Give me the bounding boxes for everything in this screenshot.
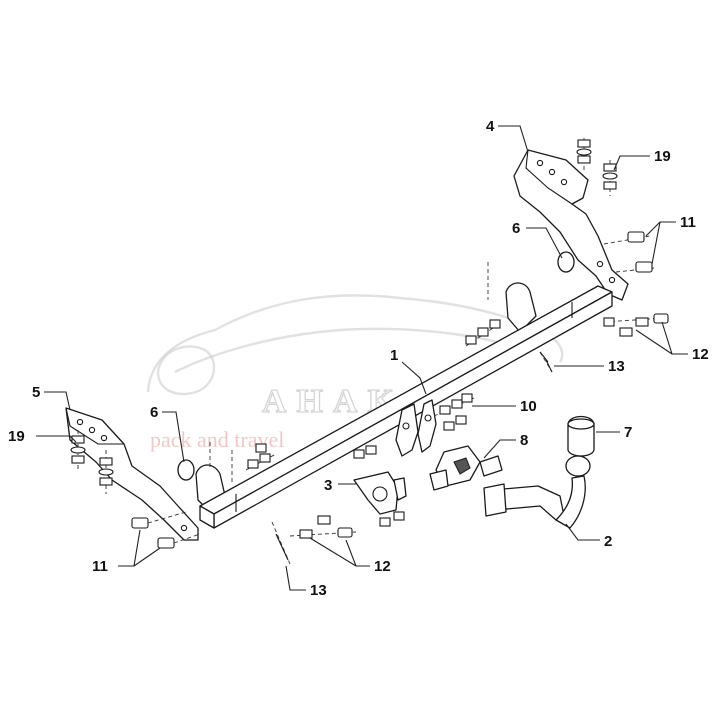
callout-2: 2 — [604, 533, 612, 550]
electrical-socket — [429, 445, 503, 491]
callout-8: 8 — [520, 432, 528, 449]
callout-11-right: 11 — [680, 214, 696, 231]
callout-1: 1 — [390, 347, 398, 364]
watermark-car-wheel — [156, 345, 216, 396]
callout-10: 10 — [520, 398, 537, 415]
callout-19-right: 19 — [654, 148, 671, 165]
callout-5: 5 — [32, 384, 40, 401]
callout-13-right: 13 — [608, 358, 625, 375]
crossbar-fasteners — [209, 262, 669, 565]
main-crossbar — [195, 282, 613, 529]
socket-bracket — [353, 445, 407, 527]
callout-6-left: 6 — [150, 404, 158, 421]
bracket-hardware — [70, 138, 655, 549]
tow-ball-cap — [567, 415, 595, 457]
callout-12-right: 12 — [692, 346, 709, 363]
callout-19-left: 19 — [8, 428, 25, 445]
callout-3: 3 — [324, 477, 332, 494]
callouts: 1 2 3 4 5 6 6 7 8 10 11 11 12 12 13 13 1… — [8, 118, 709, 599]
callout-13-left: 13 — [310, 582, 327, 599]
right-mounting-bracket — [513, 149, 629, 301]
callout-12-left: 12 — [374, 558, 391, 575]
callout-11-left: 11 — [92, 558, 108, 575]
tow-ball-arm — [483, 455, 591, 529]
callout-4: 4 — [486, 118, 495, 135]
callout-6-right: 6 — [512, 220, 520, 237]
left-mounting-bracket — [65, 407, 199, 541]
leader-lines — [36, 125, 688, 591]
callout-7: 7 — [624, 424, 632, 441]
